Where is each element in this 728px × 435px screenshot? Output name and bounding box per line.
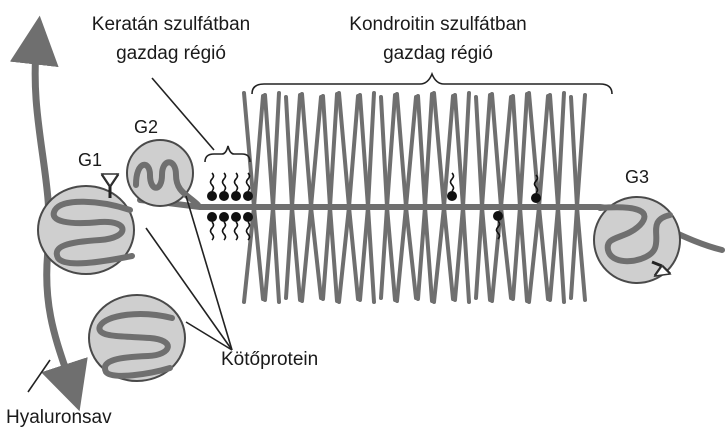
chondroitin-chain [360, 207, 368, 300]
kondroitin-label-line1: Kondroitin szulfátban [349, 14, 526, 35]
chondroitin-chain [311, 207, 321, 298]
chondroitin-chain [577, 95, 585, 207]
keratan-chain [231, 212, 241, 240]
chondroitin-chain [482, 207, 490, 300]
chondroitin-chain [558, 93, 564, 207]
chondroitin-chain [444, 207, 453, 299]
chondroitin-chain [349, 96, 358, 207]
chondroitin-chain [520, 94, 527, 207]
chondroitin-chain [501, 97, 511, 207]
keratan-chain [219, 173, 229, 201]
chondroitin-chain [501, 207, 511, 298]
chondroitin-chain [339, 207, 349, 302]
chondroitin-chain [286, 207, 292, 298]
chondroitin-chain [492, 94, 501, 207]
chondroitin-chain [265, 207, 273, 300]
g2-domain [127, 140, 198, 206]
hyaluronsav-label: Hyaluronsav [6, 407, 112, 428]
chondroitin-chain [529, 207, 539, 302]
chondroitin-chain [339, 93, 349, 207]
chondroitin-chain [323, 207, 330, 299]
chondroitin-chain [360, 95, 368, 207]
chondroitin-chain [265, 95, 273, 207]
chondroitin-chain [476, 207, 482, 298]
chondroitin-chain [550, 207, 558, 300]
keratan-chain [219, 212, 229, 240]
chondroitin-chain [425, 94, 432, 207]
chondroitin-chain [539, 96, 548, 207]
chondroitin-chain [273, 207, 279, 302]
keratan-chain [207, 212, 217, 240]
chondroitin-chain [550, 95, 558, 207]
chondroitin-chain [323, 96, 330, 207]
chondroitin-chain [513, 96, 520, 207]
chondroitin-chain [349, 207, 358, 299]
chondroitin-chain [406, 97, 416, 207]
chondroitin-chain [254, 96, 263, 207]
chondroitin-chain [577, 207, 585, 300]
chondroitin-chain [482, 95, 490, 207]
chondroitin-chain [463, 93, 469, 207]
chondroitin-chain [463, 207, 469, 302]
g3-domain [594, 197, 680, 283]
hyaluronan-leader-line [28, 360, 50, 392]
chondroitin-chain [434, 93, 444, 207]
keratan-label-line2: gazdag régió [116, 43, 226, 64]
chondroitin-chain [397, 207, 406, 301]
kotoprotein-label: Kötőprotein [221, 349, 318, 370]
chondroitin-chain [381, 207, 387, 298]
chondroitin-chain [292, 207, 300, 300]
keratan-label-line1: Keratán szulfátban [92, 14, 250, 35]
chondroitin-chain [311, 97, 321, 207]
chondroitin-chain [425, 207, 432, 301]
link-protein [89, 295, 185, 381]
chondroitin-chain [330, 207, 337, 301]
chondroitin-chain [571, 207, 577, 298]
chondroitin-chain [292, 95, 300, 207]
chondroitin-chain [368, 93, 374, 207]
g1-label: G1 [78, 150, 102, 170]
chondroitin-chain [558, 207, 564, 302]
keratan-chain [207, 173, 217, 201]
g3-label: G3 [625, 167, 649, 187]
chondroitin-chain [476, 97, 482, 207]
chondroitin-chain [455, 207, 463, 300]
chondroitin-chain [302, 207, 311, 301]
g2-label: G2 [134, 117, 158, 137]
chondroitin-chain [381, 97, 387, 207]
chondroitin-chain [387, 207, 395, 300]
chondroitin-chain [368, 207, 374, 302]
chondroitin-chain [492, 207, 501, 301]
chondroitin-chain [254, 207, 263, 299]
g1-domain [38, 174, 134, 274]
keratan-chain [231, 173, 241, 201]
chondroitin-chain [539, 207, 548, 299]
chondroitin-chain [273, 93, 279, 207]
chondroitin-chain [520, 207, 527, 301]
chondroitin-chain [418, 207, 425, 299]
chondroitin-chain [455, 95, 463, 207]
chondroitin-chain [302, 94, 311, 207]
keratan-chain [447, 173, 457, 201]
kondroitin-brace [252, 74, 612, 94]
chondroitin-chain [434, 207, 444, 302]
chondroitin-chain [571, 97, 577, 207]
chondroitin-chain [387, 95, 395, 207]
chondroitin-chain [397, 94, 406, 207]
chondroitin-chain [330, 94, 337, 207]
chondroitin-chain [406, 207, 416, 298]
kondroitin-label-line2: gazdag régió [383, 43, 493, 64]
chondroitin-chain [286, 97, 292, 207]
chondroitin-chain [513, 207, 520, 299]
chondroitin-chain [418, 96, 425, 207]
